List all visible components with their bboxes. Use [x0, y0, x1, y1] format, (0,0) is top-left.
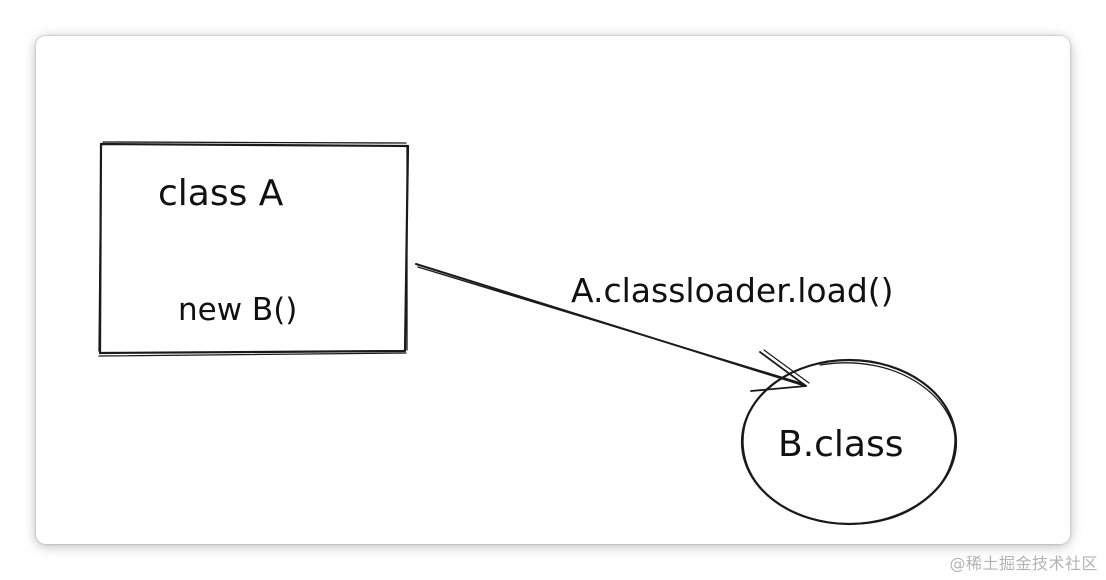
class-a-title: class A	[158, 173, 284, 214]
edge-label: A.classloader.load()	[571, 271, 894, 310]
b-class-label: B.class	[778, 424, 904, 465]
b-class-node	[740, 358, 958, 526]
diagram-card	[36, 36, 1070, 544]
load-arrow	[415, 263, 810, 392]
class-a-box	[98, 141, 410, 357]
class-a-body: new B()	[178, 292, 297, 328]
watermark-text: @稀土掘金技术社区	[949, 554, 1098, 573]
